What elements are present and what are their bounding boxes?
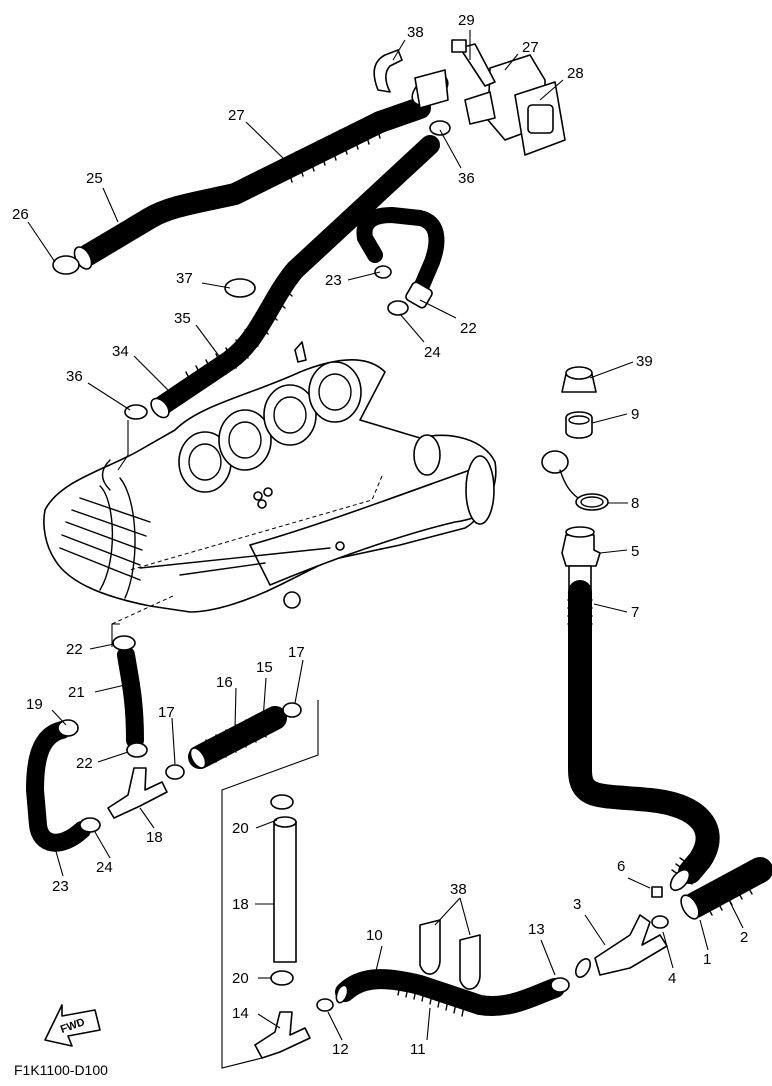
callout-39: 39 [636, 353, 653, 370]
callout-36-mid: 36 [66, 368, 83, 385]
callout-29: 26 [12, 206, 29, 223]
fwd-label: FWD [59, 1016, 87, 1036]
callout-28: 25 [86, 170, 103, 187]
callout-24: 23 [325, 272, 342, 289]
drawing-code: F1K1100-D100 [14, 1062, 108, 1078]
hose-21 [117, 646, 144, 749]
callout-19: 18 [232, 896, 249, 913]
callout-16: 16 [216, 674, 233, 691]
hose-34-35 [150, 135, 440, 419]
callout-13: 13 [528, 921, 545, 938]
callout-1: 1 [703, 951, 711, 968]
hose-10-11 [335, 969, 565, 1017]
joint-3 [594, 914, 668, 976]
tee-14 [254, 1011, 311, 1059]
callout-17-left: 17 [158, 704, 175, 721]
clamps-upper [52, 49, 451, 420]
callout-38-bottom: 38 [450, 881, 467, 898]
callout-4: 4 [668, 970, 676, 987]
tee-18 [107, 767, 168, 819]
callout-8: 8 [631, 495, 639, 512]
callout-34: 34 [112, 343, 129, 360]
callout-37: 37 [176, 270, 193, 287]
callout-2: 2 [740, 929, 748, 946]
hose-7 [567, 580, 720, 892]
callout-31: 27 [522, 39, 539, 56]
callout-27-bottom: 24 [96, 859, 113, 876]
fwd-arrow [44, 1004, 101, 1047]
callout-18: 18 [146, 829, 163, 846]
callout-20-top: 20 [232, 820, 249, 837]
callout-9: 9 [631, 406, 639, 423]
callout-33: 29 [458, 12, 475, 29]
hose-2 [680, 857, 772, 920]
hose-15-16 [188, 706, 287, 769]
pipe-19 [270, 794, 297, 986]
callout-labels: 29 27 28 38 27 25 26 36 37 23 22 24 35 3… [12, 12, 748, 1078]
callout-6: 6 [617, 858, 625, 875]
callout-23: 22 [460, 320, 477, 337]
callout-38-top: 38 [407, 24, 424, 41]
callout-20-bottom: 20 [232, 970, 249, 987]
callout-26: 23 [52, 878, 69, 895]
callout-22-top: 22 [66, 641, 83, 658]
callout-35: 35 [174, 310, 191, 327]
callout-7: 7 [631, 604, 639, 621]
callout-15: 15 [256, 659, 273, 676]
callout-3: 3 [573, 896, 581, 913]
callout-32: 28 [567, 65, 584, 82]
callout-25: 24 [424, 344, 441, 361]
callout-30: 27 [228, 107, 245, 124]
exhaust-manifold [43, 341, 497, 613]
hose-26 [26, 721, 91, 852]
callout-27-top: 19 [26, 696, 43, 713]
callout-10: 10 [366, 927, 383, 944]
hose-28-30 [73, 97, 431, 270]
clips-38 [419, 919, 481, 990]
callout-17-right: 17 [288, 644, 305, 661]
fitting-31-32-33 [451, 39, 566, 156]
callout-22-bottom: 22 [76, 755, 93, 772]
callout-5: 5 [631, 543, 639, 560]
callout-14: 14 [232, 1005, 249, 1022]
hose-23 [356, 207, 445, 298]
callout-11: 11 [410, 1041, 426, 1058]
callout-21: 21 [68, 684, 85, 701]
callout-36-top: 36 [458, 170, 475, 187]
callout-12: 12 [332, 1041, 349, 1058]
